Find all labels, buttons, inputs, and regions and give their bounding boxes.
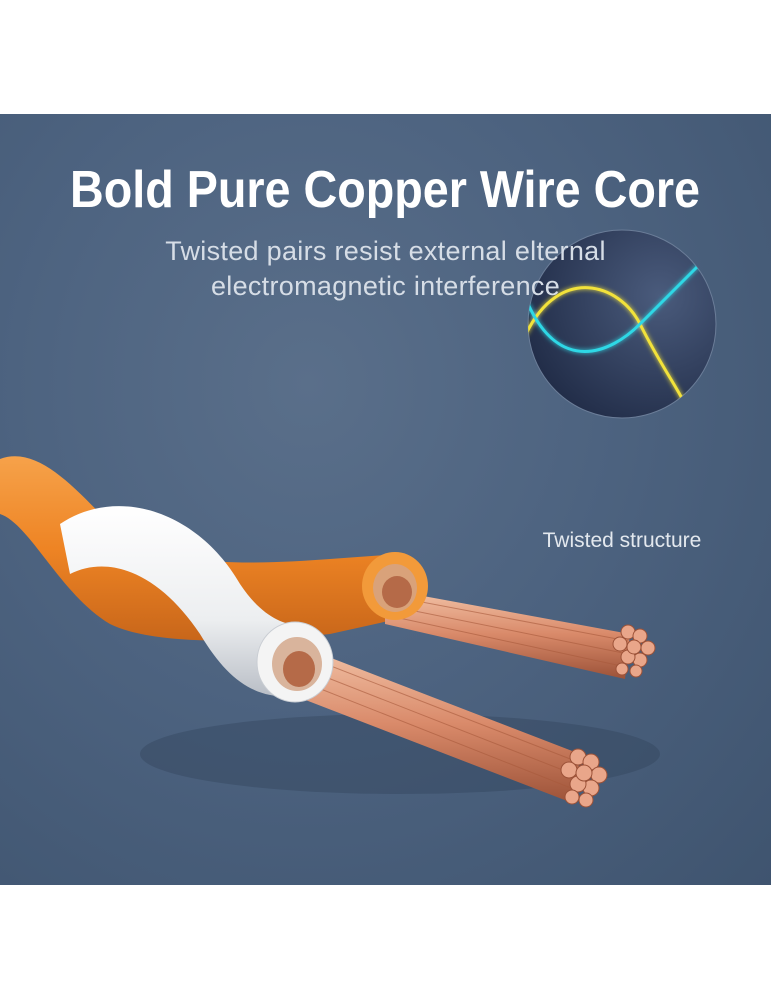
orange-cable — [0, 456, 656, 679]
subtitle-line-2: electromagnetic interference — [210, 271, 561, 301]
white-copper-strands — [290, 644, 608, 808]
twisted-structure-inset — [527, 229, 717, 419]
orange-copper-strands — [385, 589, 656, 679]
inset-caption: Twisted structure — [542, 529, 702, 552]
subtitle-line-1: Twisted pairs resist external elternal — [165, 236, 606, 266]
headline: Bold Pure Copper Wire Core — [70, 161, 700, 219]
banner-art: Bold Pure Copper Wire Core — [0, 161, 717, 808]
yellow-wave — [528, 286, 687, 405]
cyan-wave — [528, 262, 702, 353]
product-banner: Bold Pure Copper Wire Core — [0, 114, 771, 885]
white-cable — [60, 506, 608, 808]
